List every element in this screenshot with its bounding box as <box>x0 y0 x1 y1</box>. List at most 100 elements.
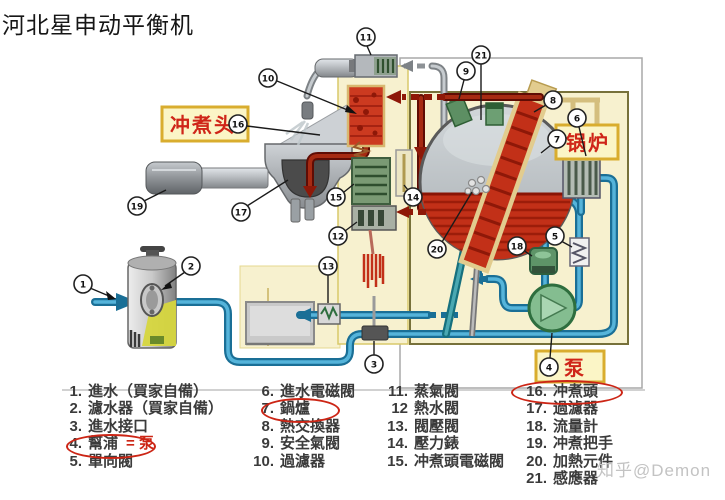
pump-equals-note: = 泵 <box>126 435 154 453</box>
portafilter <box>195 167 269 189</box>
svg-text:19: 19 <box>131 203 144 213</box>
hot-water-spout <box>368 229 375 255</box>
svg-text:14: 14 <box>407 194 420 204</box>
callout-12: 12 <box>328 221 358 246</box>
svg-text:12: 12 <box>332 233 345 243</box>
legend-item-8: 8.熱交換器 <box>261 417 341 435</box>
callout-10: 10 <box>258 68 357 114</box>
page-title: 河北星申动平衡机 <box>2 12 194 38</box>
callout-20: 20 <box>427 191 473 259</box>
legend-item-10: 10.過濾器 <box>253 452 326 470</box>
svg-text:18: 18 <box>511 243 524 253</box>
callout-1: 1 <box>73 274 116 300</box>
svg-text:17: 17 <box>235 209 248 219</box>
svg-text:21: 21 <box>475 52 488 62</box>
heating-element <box>464 175 491 196</box>
svg-text:1: 1 <box>80 281 86 291</box>
steam-spray <box>285 120 310 146</box>
flow-arrow <box>116 293 138 311</box>
callout-15: 15 <box>326 183 355 207</box>
hot-water-stream <box>362 254 385 288</box>
svg-text:13: 13 <box>322 263 335 273</box>
flow-arrow <box>396 206 409 218</box>
flow-arrow <box>400 60 413 72</box>
flow-arrow <box>386 90 401 104</box>
legend-item-16: 16.冲煮頭 <box>526 383 599 400</box>
legend-column-1: 1.進水（買家自備） 2.濾水器（買家自備） 3.進水接口 4.幫浦= 泵 5.… <box>62 383 223 470</box>
flow-meter <box>529 247 558 275</box>
water-softener <box>127 246 177 349</box>
legend-item-15: 15.冲煮頭電磁閥 <box>387 452 505 470</box>
legend-column-2: 6.進水電磁閥 7.鍋爐 8.熱交換器 9.安全氣閥 10.過濾器 <box>250 383 355 470</box>
hot-water-pipes <box>386 90 544 218</box>
boiler-label-text: 锅炉 <box>566 131 610 155</box>
callout-9: 9 <box>456 61 476 100</box>
legend-item-21: 21.感應器 <box>526 469 599 487</box>
callout-16: 16 <box>228 114 321 136</box>
spout <box>290 198 301 223</box>
brew-solenoid-valve <box>351 141 391 205</box>
steam-pipe <box>400 60 448 132</box>
callout-18: 18 <box>507 236 533 257</box>
legend-item-3: 3.進水接口 <box>69 417 149 435</box>
callout-4: 4 <box>539 332 559 377</box>
mount-bracket <box>278 101 353 145</box>
legend-item-9: 9.安全氣閥 <box>261 435 341 453</box>
valve-coil <box>374 57 396 75</box>
legend-item-7: 7.鍋爐 <box>261 400 311 418</box>
svg-text:10: 10 <box>262 75 275 85</box>
flow-arrow <box>414 147 428 160</box>
expansion-valve <box>317 303 341 325</box>
steam-nozzle <box>301 101 314 120</box>
brew-cup <box>281 159 330 198</box>
brew-filter <box>346 84 386 148</box>
legend-item-2: 2.濾水器（買家自備） <box>69 400 224 418</box>
pump-label-text: 泵 <box>564 356 586 380</box>
drip-tray <box>245 301 315 346</box>
valve-stem <box>349 60 357 72</box>
boiler-label: 锅炉 <box>554 123 620 161</box>
callout-11: 11 <box>356 27 376 56</box>
svg-text:6: 6 <box>574 115 580 125</box>
portafilter-handle <box>145 161 203 195</box>
legend-item-17: 17.過濾器 <box>526 400 599 418</box>
one-way-valve <box>569 237 590 267</box>
callout-14: 14 <box>403 184 423 207</box>
callout-17: 17 <box>231 179 289 222</box>
boiler-sensor <box>485 102 504 126</box>
svg-text:2: 2 <box>188 263 194 273</box>
svg-text:11: 11 <box>360 34 373 44</box>
flow-arrow <box>296 308 311 322</box>
svg-text:4: 4 <box>546 364 552 374</box>
callout-3: 3 <box>364 341 384 374</box>
legend-item-19: 19.冲煮把手 <box>526 435 614 453</box>
svg-text:9: 9 <box>463 68 469 78</box>
legend-item-18: 18.流量計 <box>526 417 599 435</box>
callout-7: 7 <box>540 129 567 154</box>
svg-text:5: 5 <box>552 233 558 243</box>
callout-8: 8 <box>533 90 563 113</box>
spout <box>304 198 315 221</box>
callout-19: 19 <box>127 189 167 216</box>
legend-item-4: 4.幫浦= 泵 <box>69 435 154 453</box>
legend-item-5: 5.單向閥 <box>69 452 134 470</box>
callout-5: 5 <box>545 226 573 248</box>
watermark: 知乎@Demon <box>597 461 712 480</box>
svg-text:20: 20 <box>431 246 444 256</box>
svg-text:8: 8 <box>550 97 556 107</box>
legend-item-1: 1.進水（買家自備） <box>69 383 209 400</box>
water-inlet-connector <box>361 296 389 341</box>
brew-head-label-text: 冲煮头 <box>170 113 236 137</box>
hot-water-valve <box>351 205 397 288</box>
pump <box>527 283 577 333</box>
svg-text:16: 16 <box>232 121 245 131</box>
callout-13: 13 <box>318 256 338 303</box>
legend-item-13: 13.閥壓閥 <box>387 417 460 435</box>
flow-arrow <box>303 186 317 198</box>
legend-item-20: 20.加熱元件 <box>526 452 614 470</box>
callout-6: 6 <box>567 108 587 157</box>
